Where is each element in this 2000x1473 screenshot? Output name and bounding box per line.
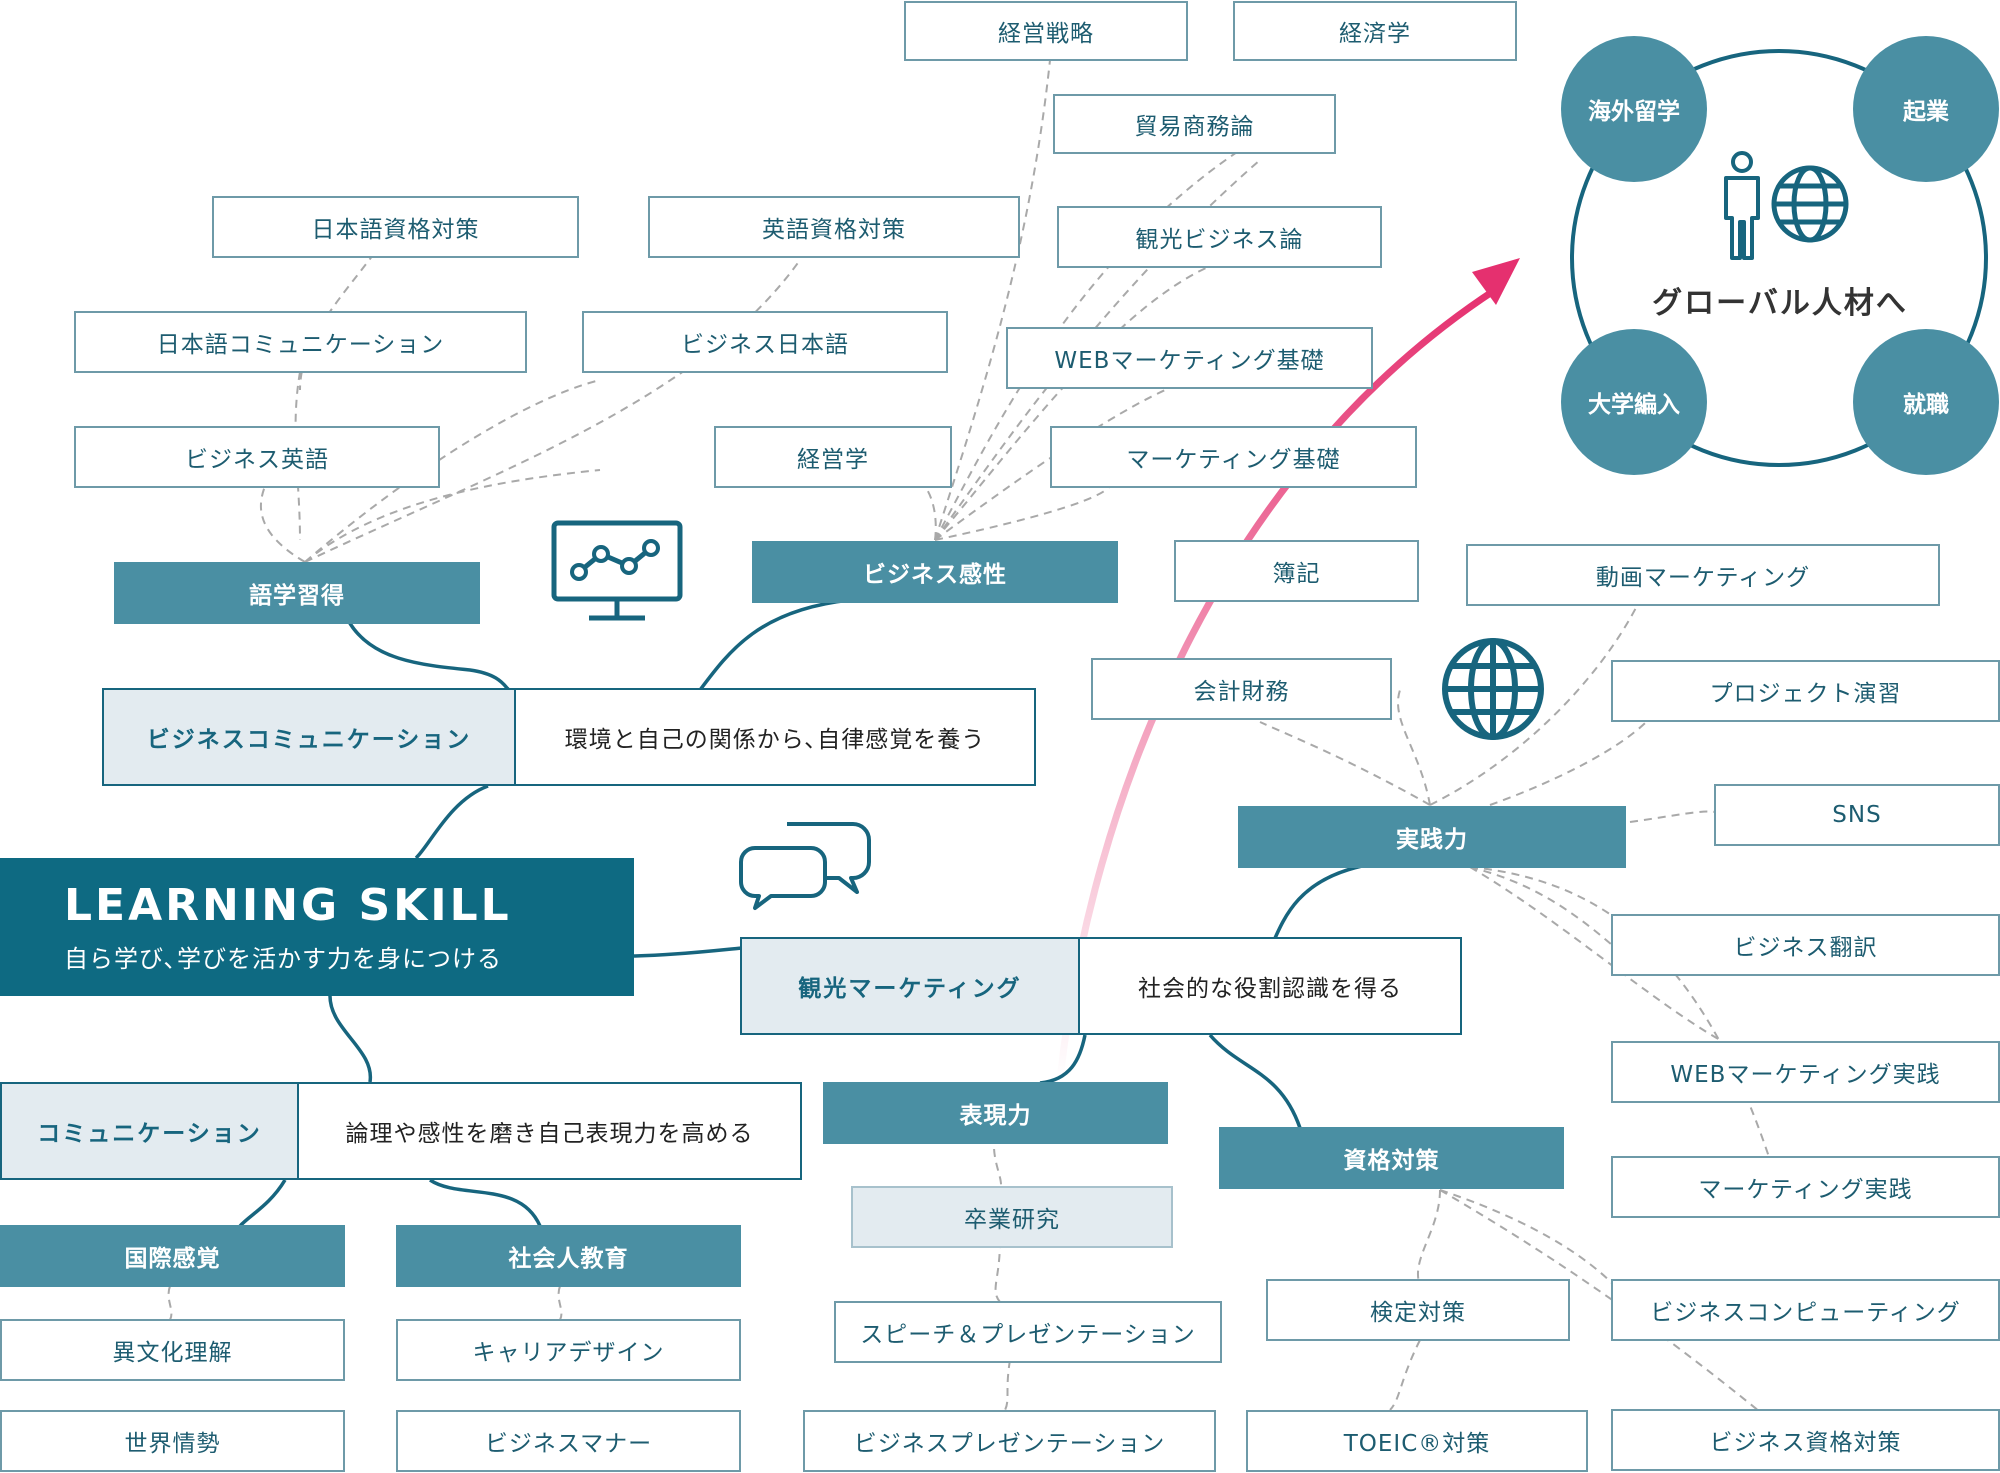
speech-bubbles-icon <box>739 822 871 910</box>
theme-communication: コミュニケーション 論理や感性を磨き自己表現力を高める <box>0 1082 802 1180</box>
subject-computing: ビジネスコンピューティング <box>1611 1279 2000 1341</box>
subject-business-nihongo: ビジネス日本語 <box>582 311 948 373</box>
subject-toeic: TOEIC®対策 <box>1246 1410 1588 1472</box>
subject-manner: ビジネスマナー <box>396 1410 741 1472</box>
subject-kaikei: 会計財務 <box>1091 658 1392 720</box>
subject-business-shikaku: ビジネス資格対策 <box>1611 1409 2000 1471</box>
goal-path-study-abroad: 海外留学 <box>1561 36 1707 182</box>
subject-sns: SNS <box>1714 784 2000 846</box>
goal-circle <box>1570 49 1988 467</box>
theme-name: 観光マーケティング <box>742 939 1080 1033</box>
solid-links <box>238 598 1363 1228</box>
subject-keizaigaku: 経済学 <box>1233 1 1517 61</box>
person-globe-icon <box>1724 151 1849 260</box>
subject-keieigaku: 経営学 <box>714 426 952 488</box>
theme-description: 社会的な役割認識を得る <box>1138 976 1402 1002</box>
subject-project: プロジェクト演習 <box>1611 660 2000 722</box>
chart-monitor-icon <box>551 520 683 621</box>
subject-kentei: 検定対策 <box>1266 1279 1570 1341</box>
globe-icon <box>1442 638 1544 740</box>
theme-description: 環境と自己の関係から､自律感覚を養う <box>564 727 986 753</box>
subject-sotsugyo: 卒業研究 <box>851 1186 1173 1248</box>
category-international: 国際感覚 <box>0 1225 345 1287</box>
subject-web-kiso: WEBマーケティング基礎 <box>1006 327 1373 389</box>
subject-marketing-jissen: マーケティング実践 <box>1611 1156 2000 1218</box>
central-subtitle: 自ら学び､学びを活かす力を身につける <box>64 945 502 973</box>
subject-nihongo-comm: 日本語コミュニケーション <box>74 311 527 373</box>
subject-boueki: 貿易商務論 <box>1053 94 1336 154</box>
subject-business-eigo: ビジネス英語 <box>74 426 440 488</box>
subject-nihongo-shikaku: 日本語資格対策 <box>212 196 579 258</box>
subject-speech: スピーチ＆プレゼンテーション <box>834 1301 1222 1363</box>
subject-sekai: 世界情勢 <box>0 1410 345 1472</box>
category-qualification: 資格対策 <box>1219 1127 1564 1189</box>
central-title: LEARNING SKILL <box>64 880 512 931</box>
subject-kanko-business: 観光ビジネス論 <box>1057 206 1382 268</box>
subject-business-presen: ビジネスプレゼンテーション <box>803 1410 1216 1472</box>
goal-path-university-transfer: 大学編入 <box>1561 329 1707 475</box>
subject-ibunka: 異文化理解 <box>0 1319 345 1381</box>
subject-douga: 動画マーケティング <box>1466 544 1940 606</box>
subject-career: キャリアデザイン <box>396 1319 741 1381</box>
category-expression: 表現力 <box>823 1082 1168 1144</box>
theme-tourism-marketing: 観光マーケティング 社会的な役割認識を得る <box>740 937 1462 1035</box>
category-social-education: 社会人教育 <box>396 1225 741 1287</box>
category-business-sense: ビジネス感性 <box>752 541 1118 603</box>
theme-name: コミュニケーション <box>2 1084 299 1178</box>
theme-business-communication: ビジネスコミュニケーション 環境と自己の関係から､自律感覚を養う <box>102 688 1036 786</box>
central-node: LEARNING SKILL 自ら学び､学びを活かす力を身につける <box>0 858 634 996</box>
theme-description: 論理や感性を磨き自己表現力を高める <box>345 1121 754 1147</box>
growth-arrow-head <box>1472 258 1520 305</box>
theme-name: ビジネスコミュニケーション <box>104 690 516 784</box>
category-language: 語学習得 <box>114 562 480 624</box>
subject-keiei-senryaku: 経営戦略 <box>904 1 1188 61</box>
subject-boki: 簿記 <box>1174 540 1419 602</box>
subject-web-jissen: WEBマーケティング実践 <box>1611 1041 2000 1103</box>
subject-honyaku: ビジネス翻訳 <box>1611 914 2000 976</box>
goal-path-entrepreneurship: 起業 <box>1853 36 1999 182</box>
category-practical: 実践力 <box>1238 806 1626 868</box>
subject-eigo-shikaku: 英語資格対策 <box>648 196 1020 258</box>
subject-marketing-kiso: マーケティング基礎 <box>1050 426 1417 488</box>
goal-path-employment: 就職 <box>1853 329 1999 475</box>
goal-title: グローバル人材へ <box>1652 286 1908 321</box>
